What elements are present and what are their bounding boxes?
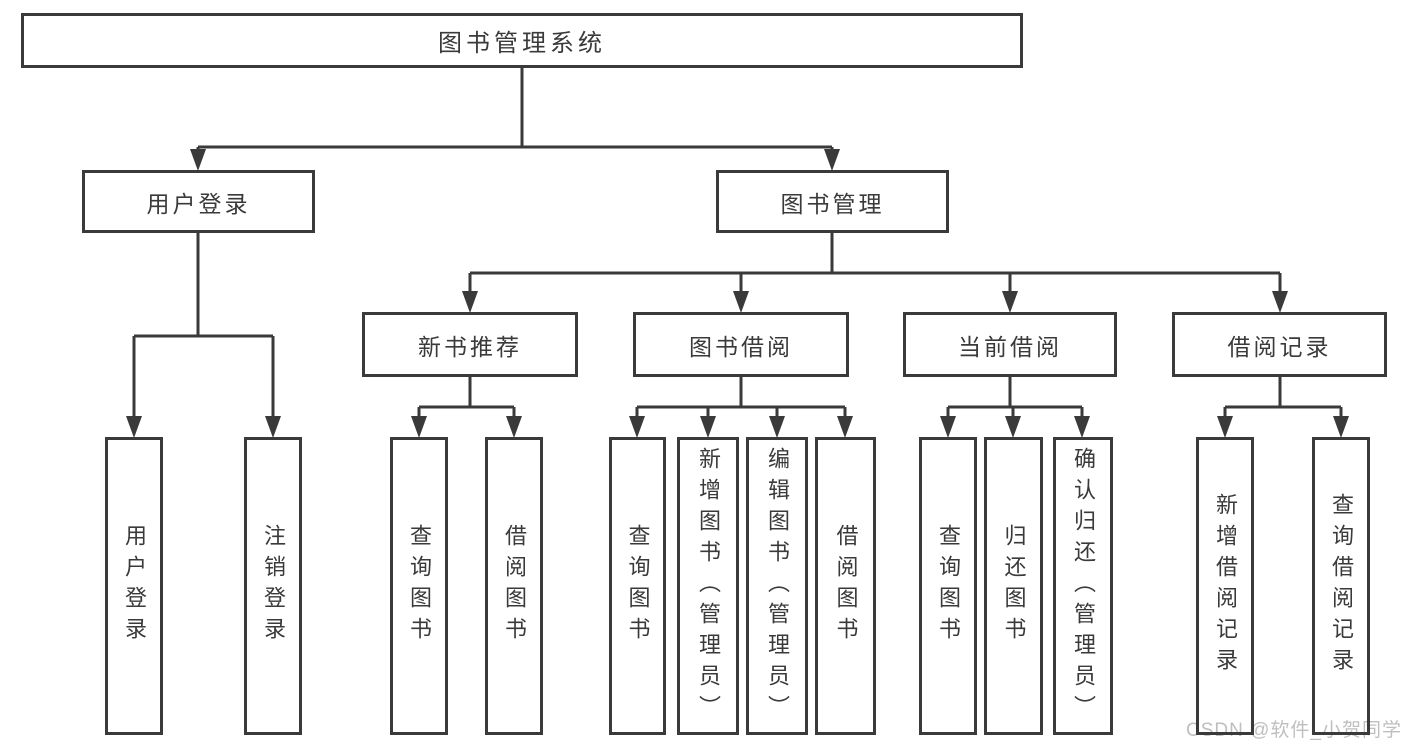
arrowheads — [126, 149, 1349, 438]
watermark: CSDN @软件_小贺同学 — [1186, 720, 1402, 741]
node-recommend-query-book-label: 查询图书 — [407, 524, 432, 648]
node-add-book-admin: 新增图书（管理员） — [677, 437, 739, 735]
node-add-borrow-record-label: 新增借阅记录 — [1213, 493, 1238, 679]
node-confirm-return-admin-label: 确认归还（管理员） — [1071, 446, 1096, 726]
node-borrow-book-action-label: 借阅图书 — [833, 524, 859, 648]
node-current-query-book-label: 查询图书 — [936, 524, 961, 648]
node-confirm-return-admin: 确认归还（管理员） — [1053, 437, 1113, 735]
node-current-query-book: 查询图书 — [919, 437, 977, 735]
node-new-book-recommend: 新书推荐 — [362, 312, 578, 377]
node-logout: 注销登录 — [244, 437, 302, 735]
node-book-management-label: 图书管理 — [780, 190, 885, 217]
node-edit-book-admin: 编辑图书（管理员） — [746, 437, 808, 735]
node-query-borrow-record-label: 查询借阅记录 — [1329, 493, 1354, 679]
node-add-book-admin-label: 新增图书（管理员） — [696, 446, 721, 726]
node-borrow-record-label: 借阅记录 — [1227, 333, 1332, 360]
node-edit-book-admin-label: 编辑图书（管理员） — [765, 446, 790, 726]
node-book-borrow-label: 图书借阅 — [689, 333, 793, 360]
node-return-book: 归还图书 — [984, 437, 1043, 735]
node-library-management-system: 图书管理系统 — [21, 13, 1023, 68]
node-borrow-query-book: 查询图书 — [609, 437, 666, 735]
node-book-borrow: 图书借阅 — [633, 312, 849, 377]
node-borrow-book-action: 借阅图书 — [815, 437, 876, 735]
node-borrow-query-book-label: 查询图书 — [625, 524, 651, 648]
node-return-book-label: 归还图书 — [1001, 524, 1027, 648]
node-logout-label: 注销登录 — [261, 524, 286, 648]
node-recommend-borrow-book-label: 借阅图书 — [502, 524, 527, 648]
node-library-management-system-label: 图书管理系统 — [438, 30, 606, 57]
node-book-management: 图书管理 — [716, 170, 949, 233]
node-new-book-recommend-label: 新书推荐 — [418, 333, 522, 360]
node-current-borrow-label: 当前借阅 — [958, 333, 1062, 360]
node-current-borrow: 当前借阅 — [903, 312, 1117, 377]
node-add-borrow-record: 新增借阅记录 — [1196, 437, 1254, 735]
node-recommend-query-book: 查询图书 — [390, 437, 448, 735]
node-recommend-borrow-book: 借阅图书 — [485, 437, 543, 735]
node-user-login: 用户登录 — [82, 170, 315, 233]
node-user-login-action-label: 用户登录 — [122, 524, 147, 648]
node-user-login-action: 用户登录 — [105, 437, 163, 735]
node-borrow-record: 借阅记录 — [1172, 312, 1387, 377]
node-user-login-label: 用户登录 — [146, 190, 251, 217]
node-query-borrow-record: 查询借阅记录 — [1312, 437, 1370, 735]
